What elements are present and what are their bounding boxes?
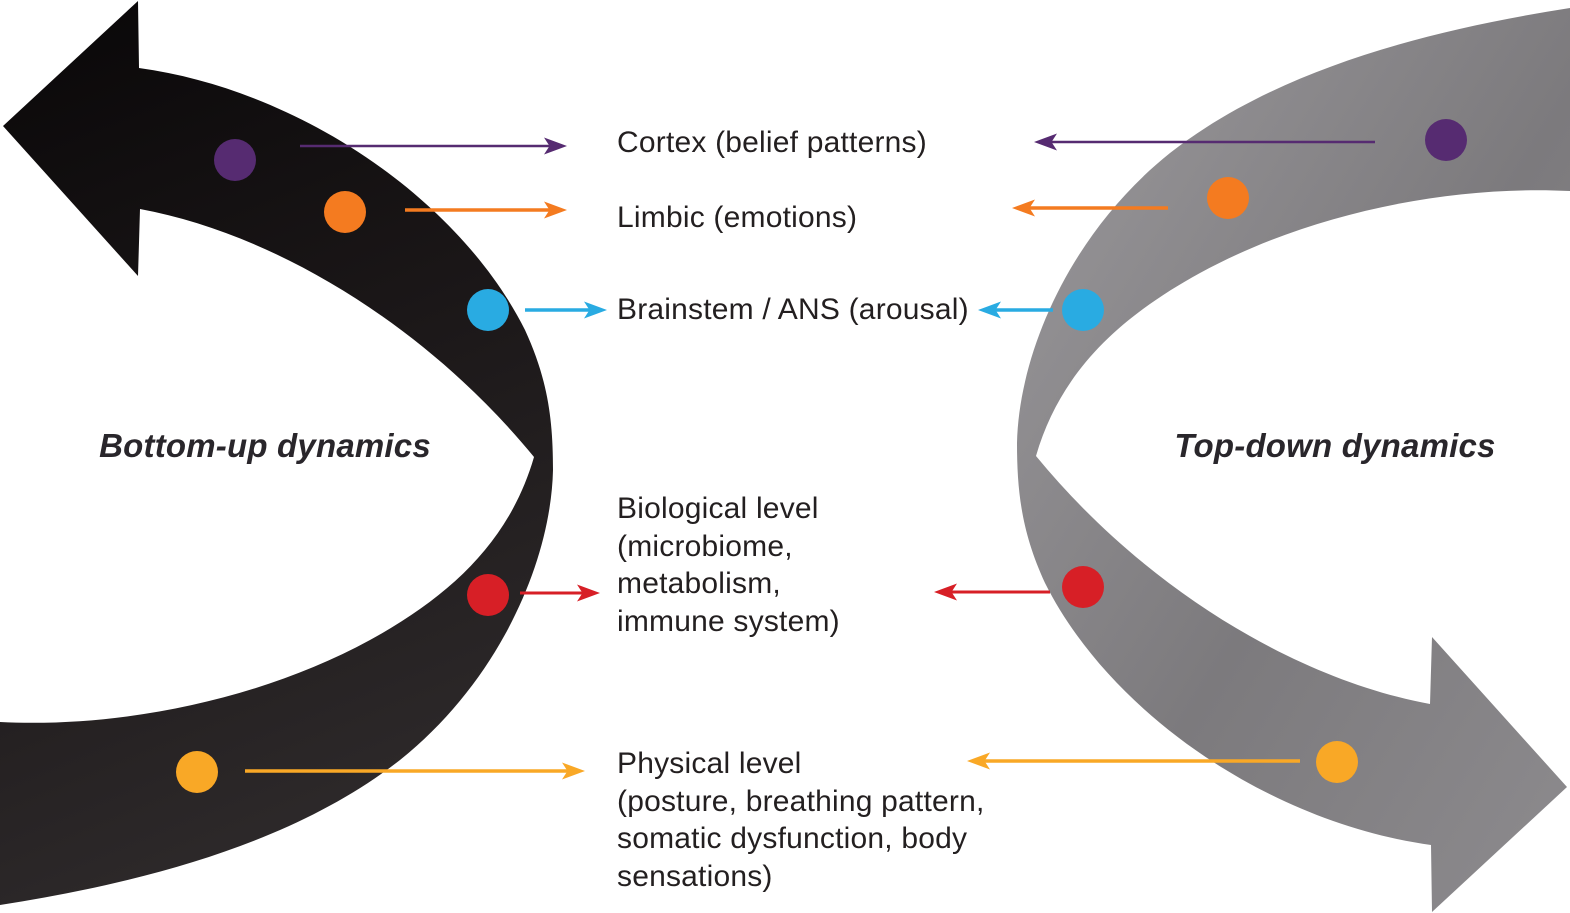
physical-dot-right bbox=[1316, 741, 1358, 783]
biological-dot-left bbox=[467, 574, 509, 616]
cortex-dot-left bbox=[214, 139, 256, 181]
physical-connector-left bbox=[245, 762, 585, 780]
cortex-connector-left bbox=[300, 137, 567, 155]
cortex-connector-right bbox=[1034, 133, 1375, 151]
biological-label: Biological level (microbiome, metabolism… bbox=[617, 492, 840, 638]
arrowhead-icon bbox=[978, 301, 1001, 319]
brainstem-connector-right bbox=[978, 301, 1053, 319]
bottom-up-title: Bottom-up dynamics bbox=[99, 427, 431, 464]
cortex-dot-right bbox=[1425, 119, 1467, 161]
arrowhead-icon bbox=[967, 752, 990, 770]
brainstem-dot-left bbox=[467, 289, 509, 331]
arrowhead-icon bbox=[584, 301, 607, 319]
arrowhead-icon bbox=[577, 584, 600, 602]
top-down-arrow-shape bbox=[1017, 8, 1570, 912]
limbic-connector-right bbox=[1012, 199, 1168, 217]
cortex-label: Cortex (belief patterns) bbox=[617, 126, 927, 159]
biological-connector-right bbox=[934, 583, 1050, 601]
bottom-up-arrow-shape bbox=[0, 1, 553, 905]
arrowhead-icon bbox=[562, 762, 585, 780]
limbic-label: Limbic (emotions) bbox=[617, 201, 858, 234]
top-down-title: Top-down dynamics bbox=[1174, 427, 1496, 464]
arrowhead-icon bbox=[1034, 133, 1057, 151]
brainstem-dot-right bbox=[1062, 289, 1104, 331]
arrowhead-icon bbox=[934, 583, 957, 601]
arrowhead-icon bbox=[1012, 199, 1035, 217]
limbic-dot-right bbox=[1207, 177, 1249, 219]
biological-connector-left bbox=[520, 584, 600, 602]
physical-dot-left bbox=[176, 751, 218, 793]
physical-label: Physical level (posture, breathing patte… bbox=[617, 747, 985, 893]
limbic-connector-left bbox=[405, 201, 567, 219]
brainstem-connector-left bbox=[525, 301, 607, 319]
physical-connector-right bbox=[967, 752, 1300, 770]
biological-dot-right bbox=[1062, 566, 1104, 608]
arrowhead-icon bbox=[544, 201, 567, 219]
arrowhead-icon bbox=[544, 137, 567, 155]
limbic-dot-left bbox=[324, 191, 366, 233]
brainstem-label: Brainstem / ANS (arousal) bbox=[617, 293, 969, 326]
